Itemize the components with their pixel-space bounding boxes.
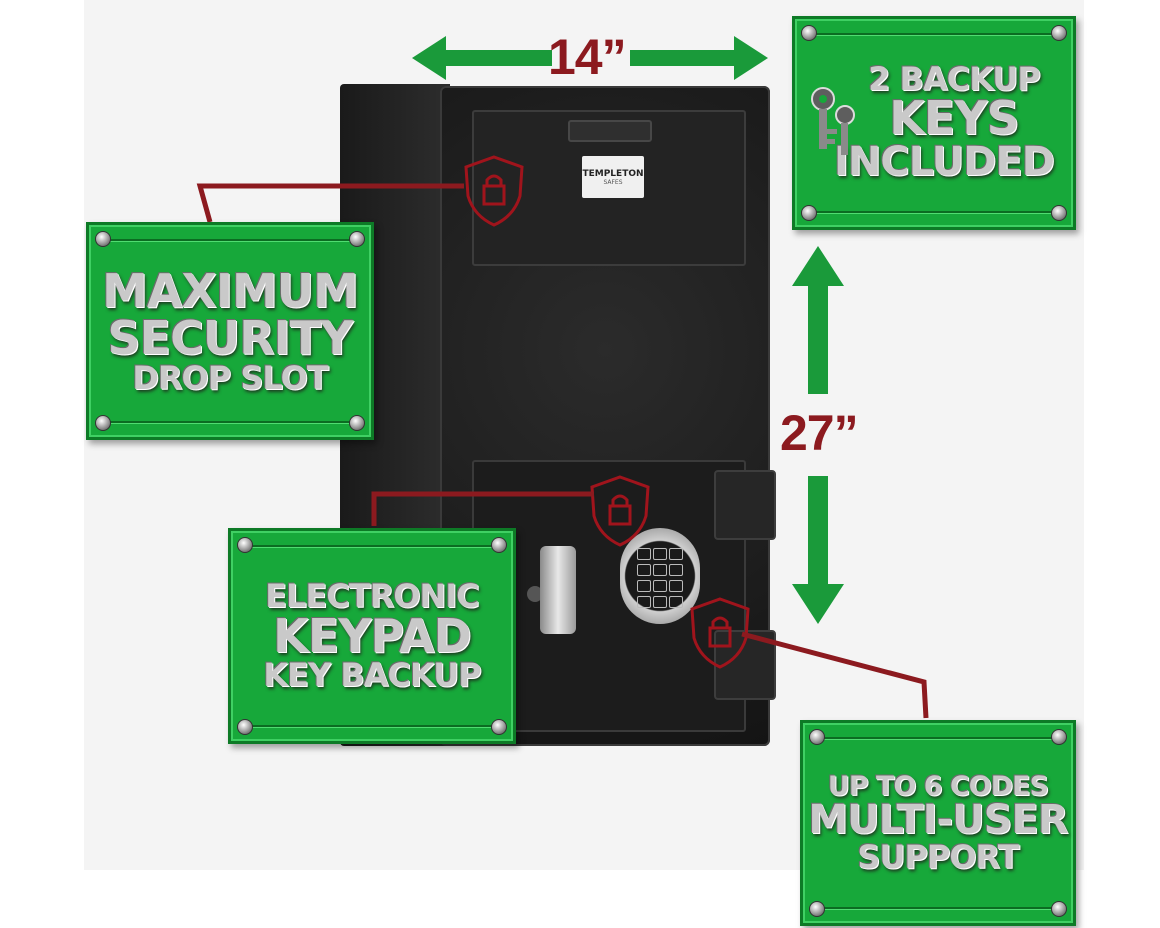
keys-icon	[811, 87, 855, 155]
screw-icon	[237, 719, 253, 735]
width-arrow	[412, 36, 768, 80]
screw-icon	[349, 231, 365, 247]
codes-callout-line1: UP TO 6 CODES	[827, 770, 1049, 802]
width-dimension-label: 14”	[548, 29, 627, 85]
keypad-callout-plate: ELECTRONIC KEYPAD KEY BACKUP	[228, 528, 516, 744]
leader-line-drop-slot	[196, 183, 464, 223]
screw-icon	[809, 901, 825, 917]
drop-slot-callout-line3: DROP SLOT	[132, 358, 328, 397]
screw-icon	[1051, 25, 1067, 41]
drop-slot-callout-line1: MAXIMUM	[102, 263, 359, 318]
keys-callout-line2: KEYS	[889, 91, 1020, 146]
screw-icon	[801, 205, 817, 221]
screw-icon	[95, 415, 111, 431]
height-arrow-down	[792, 476, 844, 624]
screw-icon	[801, 25, 817, 41]
hinge-top	[714, 470, 776, 540]
keypad-callout-line2: KEYPAD	[273, 608, 472, 663]
keypad-buttons	[637, 548, 683, 608]
codes-callout-line2: MULTI-USER	[808, 797, 1068, 844]
screw-icon	[95, 231, 111, 247]
keys-callout-line3: INCLUDED	[834, 139, 1055, 186]
brand-sub: SAFES	[603, 178, 623, 186]
keys-callout-line1: 2 BACKUP	[868, 59, 1041, 98]
screw-icon	[237, 537, 253, 553]
shield-lock-icon	[590, 475, 650, 547]
screw-icon	[491, 719, 507, 735]
handle-pivot	[527, 586, 543, 602]
brand-name: TEMPLETON	[582, 168, 644, 179]
screw-icon	[1051, 205, 1067, 221]
height-dimension-label: 27”	[780, 405, 859, 461]
keys-callout-plate: 2 BACKUP KEYS INCLUDED	[792, 16, 1076, 230]
screw-icon	[491, 537, 507, 553]
drop-slot-callout-line2: SECURITY	[107, 310, 354, 365]
keypad-callout-line1: ELECTRONIC	[265, 576, 479, 615]
codes-callout-line3: SUPPORT	[857, 837, 1019, 876]
drop-slot-callout-plate: MAXIMUM SECURITY DROP SLOT	[86, 222, 374, 440]
screw-icon	[809, 729, 825, 745]
screw-icon	[1051, 901, 1067, 917]
door-handle	[540, 546, 576, 634]
screw-icon	[1051, 729, 1067, 745]
electronic-keypad	[620, 528, 700, 624]
shield-lock-icon	[464, 155, 524, 227]
shield-lock-icon	[690, 597, 750, 669]
leader-line-codes	[741, 631, 929, 719]
height-arrow-up	[792, 246, 844, 394]
brand-badge: TEMPLETON SAFES	[582, 156, 644, 198]
keypad-callout-line3: KEY BACKUP	[263, 656, 481, 695]
screw-icon	[349, 415, 365, 431]
leader-line-keypad	[371, 491, 594, 526]
codes-callout-plate: UP TO 6 CODES MULTI-USER SUPPORT	[800, 720, 1076, 926]
drop-slot-lip	[568, 120, 652, 142]
